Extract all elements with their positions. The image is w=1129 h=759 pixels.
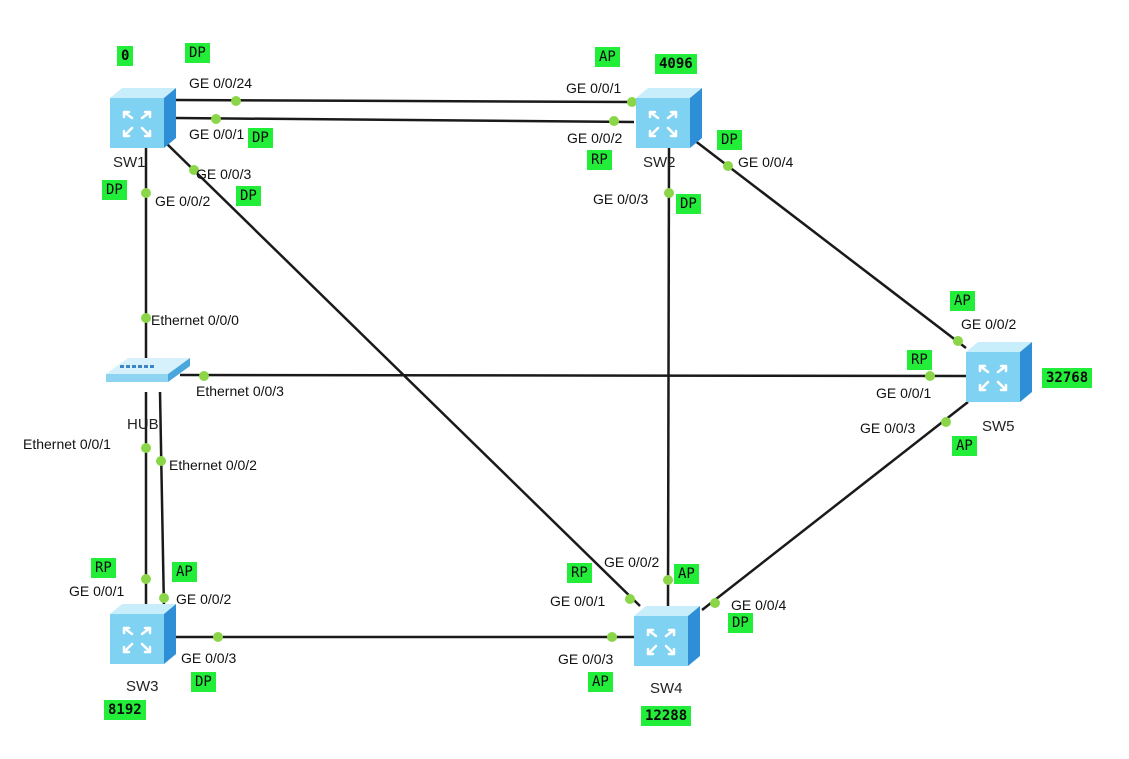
port-dot-sw1-ge2[interactable] <box>141 188 151 198</box>
role-tag-sw1-ge2: DP <box>102 180 127 200</box>
switch-icon <box>636 88 702 148</box>
port-label-sw3-ge1: GE 0/0/1 <box>69 583 125 599</box>
link-sw1-ge24-sw2-ge1[interactable] <box>175 98 635 104</box>
switch-icon <box>110 88 176 148</box>
role-tag-sw1-ge3: DP <box>236 186 261 206</box>
switch-icon <box>966 342 1032 402</box>
port-label-sw5-ge1: GE 0/0/1 <box>876 385 932 401</box>
role-tag-sw3-ge1: RP <box>91 558 116 578</box>
port-dot-sw5-ge1[interactable] <box>925 371 935 381</box>
port-label-sw1-ge2: GE 0/0/2 <box>155 193 211 209</box>
port-label-sw4-ge1: GE 0/0/1 <box>550 593 606 609</box>
role-tag-sw5-ge2: AP <box>950 291 975 311</box>
role-tag-sw4-ge1: RP <box>567 563 592 583</box>
switch-icon <box>634 606 700 666</box>
device-name-sw2: SW2 <box>643 154 676 171</box>
port-dot-hub-e0[interactable] <box>141 313 151 323</box>
role-tag-sw4-ge2: AP <box>674 564 699 584</box>
port-dot-sw1-ge24[interactable] <box>231 96 241 106</box>
port-dot-sw2-ge2[interactable] <box>609 116 619 126</box>
role-tag-sw2-ge1: AP <box>595 47 620 67</box>
role-tag-sw5-ge1: RP <box>907 350 932 370</box>
priority-badge-sw3: 8192 <box>104 700 146 720</box>
priority-badge-sw1: 0 <box>117 46 134 66</box>
port-label-sw1-ge24: GE 0/0/24 <box>189 75 253 91</box>
link-sw2-ge3-sw4-ge2[interactable] <box>666 147 671 607</box>
port-dot-sw3-ge2[interactable] <box>159 593 169 603</box>
port-label-sw3-ge3: GE 0/0/3 <box>181 650 237 666</box>
port-label-sw1-ge1: GE 0/0/1 <box>189 126 245 142</box>
device-name-sw3: SW3 <box>126 678 159 695</box>
role-tag-sw1-ge1: DP <box>248 128 273 148</box>
port-label-hub-e0: Ethernet 0/0/0 <box>151 312 239 328</box>
port-label-sw4-ge4: GE 0/0/4 <box>731 597 787 613</box>
port-dot-sw5-ge2[interactable] <box>953 336 963 346</box>
port-label-sw4-ge2: GE 0/0/2 <box>604 554 660 570</box>
port-label-sw2-ge4: GE 0/0/4 <box>738 154 794 170</box>
switch-sw3[interactable] <box>110 604 176 664</box>
role-tag-sw5-ge3: AP <box>952 436 977 456</box>
port-label-hub-e3: Ethernet 0/0/3 <box>196 383 284 399</box>
role-tag-sw4-ge4: DP <box>728 613 753 633</box>
port-label-sw5-ge2: GE 0/0/2 <box>961 316 1017 332</box>
port-dot-sw4-ge1[interactable] <box>625 594 635 604</box>
priority-badge-sw4: 12288 <box>641 706 692 726</box>
link-hub-e3-sw5-ge1[interactable] <box>179 373 967 378</box>
port-dot-sw3-ge3[interactable] <box>213 632 223 642</box>
role-tag-sw2-ge2: RP <box>587 150 612 170</box>
port-label-hub-e2: Ethernet 0/0/2 <box>169 457 257 473</box>
port-dot-sw1-ge1[interactable] <box>211 114 221 124</box>
port-dot-sw4-ge3[interactable] <box>607 632 617 642</box>
link-hub-e2-sw3-ge2[interactable] <box>158 391 166 611</box>
hub-icon <box>106 358 190 382</box>
link-sw1-ge1-sw2-ge2[interactable] <box>175 116 635 124</box>
role-tag-sw3-ge2: AP <box>172 562 197 582</box>
role-tag-sw3-ge3: DP <box>191 672 216 692</box>
port-label-sw2-ge1: GE 0/0/1 <box>566 80 622 96</box>
port-dot-sw3-ge1[interactable] <box>141 574 151 584</box>
device-name-hub: HUB <box>127 416 159 433</box>
port-dot-sw4-ge2[interactable] <box>663 575 673 585</box>
hub-device[interactable] <box>106 352 190 392</box>
port-label-sw2-ge3: GE 0/0/3 <box>593 191 649 207</box>
switch-sw5[interactable] <box>966 342 1032 402</box>
device-name-sw1: SW1 <box>113 154 146 171</box>
port-dot-hub-e3[interactable] <box>199 371 209 381</box>
switch-sw2[interactable] <box>636 88 702 148</box>
port-dot-sw1-ge3[interactable] <box>189 165 199 175</box>
port-dot-sw4-ge4[interactable] <box>710 598 720 608</box>
port-dot-sw2-ge1[interactable] <box>627 97 637 107</box>
link-sw2-ge4-sw5-ge2[interactable] <box>693 139 967 349</box>
switch-sw4[interactable] <box>634 606 700 666</box>
role-tag-sw1-ge24: DP <box>185 43 210 63</box>
port-label-sw2-ge2: GE 0/0/2 <box>567 130 623 146</box>
device-name-sw5: SW5 <box>982 418 1015 435</box>
role-tag-sw2-ge4: DP <box>717 130 742 150</box>
port-dot-hub-e2[interactable] <box>156 456 166 466</box>
port-dot-hub-e1[interactable] <box>141 443 151 453</box>
link-sw5-ge3-sw4-ge4[interactable] <box>701 401 969 611</box>
priority-badge-sw5: 32768 <box>1042 368 1093 388</box>
port-label-sw3-ge2: GE 0/0/2 <box>176 591 232 607</box>
port-label-hub-e1: Ethernet 0/0/1 <box>23 436 111 452</box>
port-label-sw4-ge3: GE 0/0/3 <box>558 651 614 667</box>
port-dot-sw2-ge4[interactable] <box>723 161 733 171</box>
switch-sw1[interactable] <box>110 88 176 148</box>
switch-icon <box>110 604 176 664</box>
port-dot-sw5-ge3[interactable] <box>941 417 951 427</box>
port-dot-sw2-ge3[interactable] <box>664 188 674 198</box>
priority-badge-sw2: 4096 <box>655 54 697 74</box>
role-tag-sw4-ge3: AP <box>588 672 613 692</box>
port-label-sw1-ge3: GE 0/0/3 <box>196 166 252 182</box>
device-name-sw4: SW4 <box>650 680 683 697</box>
role-tag-sw2-ge3: DP <box>676 194 701 214</box>
port-label-sw5-ge3: GE 0/0/3 <box>860 420 916 436</box>
